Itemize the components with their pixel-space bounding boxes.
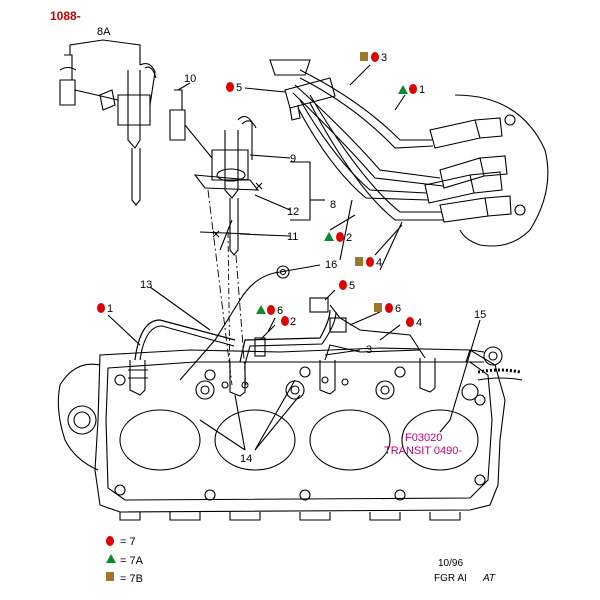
legend-green-triangle-icon: [106, 554, 116, 563]
red-circle-icon: [97, 303, 105, 313]
fuel-pipe-2: [239, 309, 331, 363]
gasket-inner: [105, 361, 493, 501]
label-10: 10: [184, 73, 196, 85]
red-circle-icon: [406, 317, 414, 327]
brown-square-icon: [374, 303, 382, 312]
fuel-pipe-4: [329, 304, 426, 359]
label-1-top: 1: [419, 84, 425, 96]
legend-text-7B: = 7B: [120, 573, 143, 585]
reference-code: 1088-: [50, 9, 81, 23]
footer-signature: AT: [482, 573, 496, 584]
legend-red-circle-icon: [106, 536, 114, 546]
label-3-mid: 3: [366, 344, 372, 356]
label-4-top: 4: [376, 257, 382, 269]
label-6-left: 6: [277, 305, 283, 317]
part-labels: 8A 10 5 3 1 9 8 12 11 2 4 16 13 5 6 6 1 …: [97, 26, 486, 465]
footer-code: FGR AI: [434, 573, 467, 584]
red-circle-icon: [409, 84, 417, 94]
label-15: 15: [474, 309, 486, 321]
green-triangle-icon: [324, 232, 334, 241]
label-14: 14: [240, 453, 252, 465]
label-9: 9: [290, 153, 296, 165]
injector-assembly-8A: [59, 54, 157, 206]
red-circle-icon: [267, 305, 275, 315]
red-circle-icon: [385, 303, 393, 313]
label-13: 13: [140, 279, 152, 291]
label-6-right: 6: [395, 303, 401, 315]
green-triangle-icon: [256, 305, 266, 314]
label-16: 16: [325, 259, 337, 271]
label-1-left: 1: [107, 303, 113, 315]
model-code: TRANSIT 0490-: [384, 445, 462, 457]
label-2-mid: 2: [290, 316, 296, 328]
red-circle-icon: [281, 316, 289, 326]
red-circle-icon: [226, 82, 234, 92]
green-triangle-icon: [398, 85, 408, 94]
brown-square-icon: [355, 257, 363, 266]
fuel-pipe-1: [134, 319, 236, 361]
label-8A: 8A: [97, 26, 111, 38]
label-4-mid: 4: [416, 317, 422, 329]
label-2-top: 2: [346, 232, 352, 244]
label-3-top: 3: [381, 52, 387, 64]
legend-text-7A: = 7A: [120, 555, 144, 567]
legend-brown-square-icon: [106, 572, 114, 581]
callout-symbols: [97, 52, 417, 581]
red-circle-icon: [339, 280, 347, 290]
label-5-mid: 5: [349, 280, 355, 292]
fuel-pipe-3: [324, 344, 421, 361]
label-12: 12: [287, 206, 299, 218]
red-circle-icon: [336, 232, 344, 242]
label-11: 11: [287, 231, 298, 243]
label-8: 8: [330, 199, 336, 211]
gasket-outline: [94, 347, 506, 513]
part-code: F03020: [405, 432, 442, 444]
injector-assembly-main: [169, 89, 260, 256]
red-circle-icon: [371, 52, 379, 62]
red-circle-icon: [366, 257, 374, 267]
legend: = 7 = 7A = 7B: [120, 536, 144, 585]
injection-pump-body: [454, 94, 549, 247]
date-stamp: 10/96: [438, 558, 463, 569]
legend-text-7: = 7: [120, 536, 136, 548]
line-art: [57, 39, 549, 521]
label-5-top: 5: [236, 82, 242, 94]
brown-square-icon: [360, 52, 368, 61]
